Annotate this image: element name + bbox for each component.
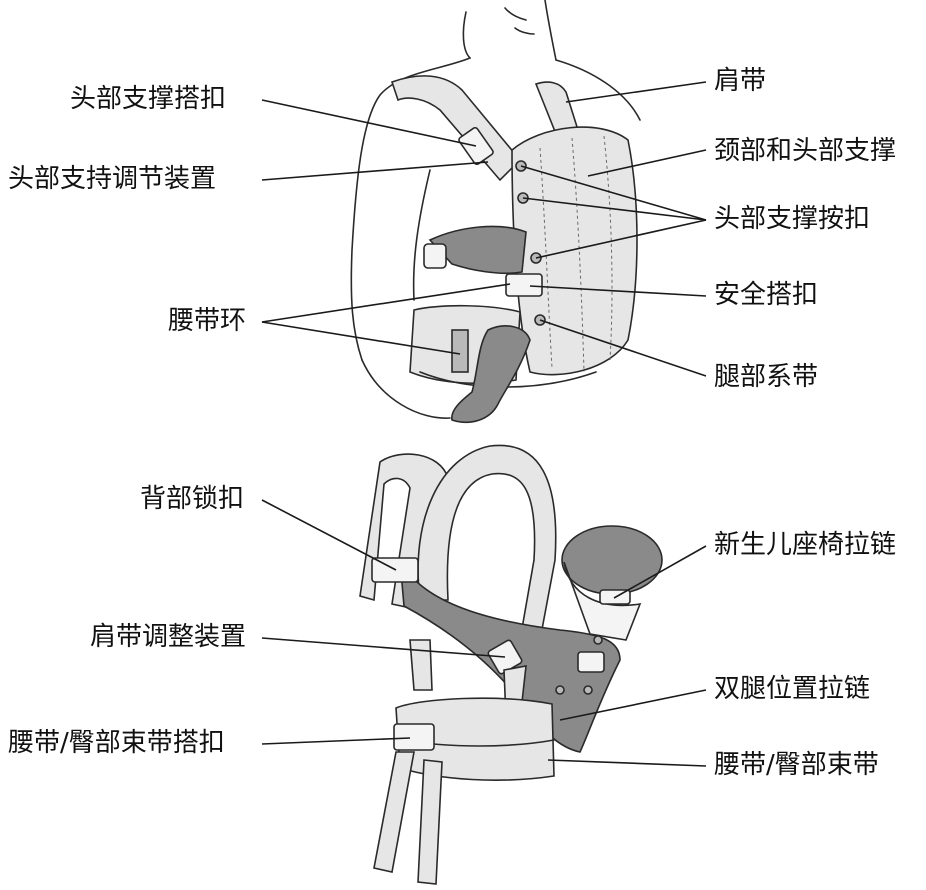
label-head-support-adjuster: 头部支持调节装置 <box>8 164 217 194</box>
label-waist-hip-belt-buckle: 腰带/臀部束带搭扣 <box>8 728 225 758</box>
label-back-buckle: 背部锁扣 <box>140 484 245 514</box>
carrier-body <box>511 126 638 376</box>
neck-outline-right <box>544 0 557 61</box>
top-illustration <box>350 0 641 424</box>
leader-head-snap-2 <box>522 197 707 221</box>
neck-outline-left <box>462 11 471 59</box>
carrier-stitch-1 <box>539 147 553 369</box>
chin-line-2 <box>514 27 535 35</box>
leader-head-snap-1 <box>520 165 707 221</box>
waist-buckle-shape <box>393 723 435 751</box>
leader-back-buckle <box>261 499 397 571</box>
chin-line <box>504 7 527 21</box>
leader-shoulder-adjuster <box>261 637 506 658</box>
leader-waist-hip-belt <box>547 759 707 767</box>
leader-double-leg-zipper <box>559 689 707 721</box>
leader-lines <box>261 81 707 767</box>
baby-arm <box>428 225 527 275</box>
label-shoulder-strap: 肩带 <box>714 66 767 96</box>
shoulder-right-outline <box>555 59 641 121</box>
baby-hand-cuff <box>423 243 447 269</box>
torso-left-outline <box>350 57 471 361</box>
label-shoulder-strap-adjuster: 肩带调整装置 <box>90 622 247 652</box>
dangling-strap-2 <box>417 759 443 885</box>
leader-waist-belt-loop-1 <box>261 283 511 323</box>
label-head-support-snap: 头部支撑按扣 <box>714 204 871 234</box>
leader-shoulder-strap <box>565 81 707 103</box>
leader-safety-buckle <box>529 285 707 297</box>
hanging-strap <box>409 639 433 691</box>
label-waist-belt-loop: 腰带环 <box>168 306 247 336</box>
side-snap-2 <box>593 635 603 645</box>
side-buckle-shape <box>577 651 605 673</box>
carrier-stitch-2 <box>571 137 585 373</box>
label-safety-buckle: 安全搭扣 <box>714 280 819 310</box>
leader-head-snap-3 <box>535 219 707 259</box>
label-head-support-buckle: 头部支撑搭扣 <box>70 84 227 114</box>
leader-head-support-adjuster <box>261 161 489 181</box>
baby-leg <box>451 325 531 424</box>
side-snap-1 <box>583 685 593 695</box>
newborn-seat <box>561 525 663 595</box>
leader-leg-strap <box>539 319 707 377</box>
carrier-stitch-3 <box>603 135 613 361</box>
label-waist-hip-belt: 腰带/臀部束带 <box>714 750 879 780</box>
waist-belt-loop <box>451 329 469 373</box>
leg-zipper-pull <box>555 685 565 695</box>
arm-outline <box>412 169 431 301</box>
leader-waist-buckle <box>261 737 411 745</box>
label-double-leg-zipper: 双腿位置拉链 <box>714 674 871 704</box>
leader-neck-head-support <box>587 149 707 177</box>
leader-head-support-buckle <box>261 99 477 147</box>
leader-waist-belt-loop-2 <box>261 321 461 355</box>
leader-newborn-zipper <box>613 545 707 599</box>
bottom-illustration <box>359 444 663 885</box>
shoulder-strap-arch <box>417 444 557 641</box>
dangling-strap-1 <box>373 751 415 873</box>
safety-buckle-shape <box>505 273 543 297</box>
hip-outline <box>361 359 451 419</box>
label-neck-head-support: 颈部和头部支撑 <box>714 136 897 166</box>
shoulder-strap-right <box>534 81 580 135</box>
label-leg-strap: 腿部系带 <box>714 362 819 392</box>
label-newborn-seat-zipper: 新生儿座椅拉链 <box>714 530 897 560</box>
